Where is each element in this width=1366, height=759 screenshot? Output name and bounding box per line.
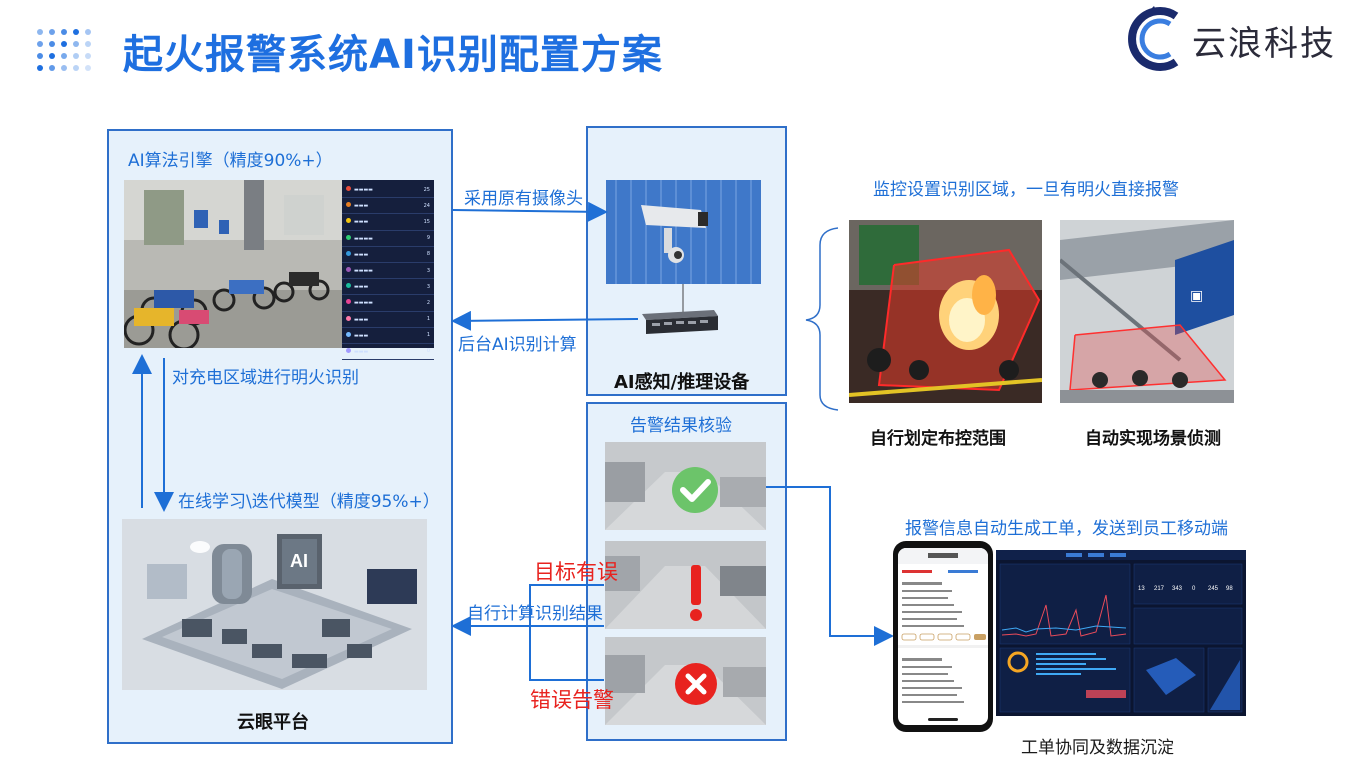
false-alarm-label: 错误告警 — [530, 688, 614, 712]
verify-heading: 告警结果核验 — [630, 416, 732, 436]
verify-false-alarm-photo — [605, 637, 766, 725]
fire-zone-photo — [849, 220, 1042, 403]
charging-area-photo — [124, 180, 342, 348]
target-error-label: 目标有误 — [534, 560, 618, 584]
svg-text:13: 13 — [1138, 586, 1145, 592]
scene-caption-right: 自动实现场景侦测 — [1085, 429, 1221, 449]
brand-name: 云浪科技 — [1192, 24, 1336, 64]
scene-caption-left: 自行划定布控范围 — [870, 429, 1006, 449]
page-title: 起火报警系统AI识别配置方案 — [123, 32, 663, 78]
cloud-platform-illustration: AI — [122, 519, 427, 690]
svg-text:AI: AI — [290, 551, 308, 571]
svg-text:▣: ▣ — [1190, 288, 1203, 304]
ranking-overlay: ▬▬▬▬25 ▬▬▬24 ▬▬▬15 ▬▬▬▬9 ▬▬▬8 ▬▬▬▬3 ▬▬▬3… — [342, 180, 434, 361]
svg-text:98: 98 — [1226, 586, 1233, 592]
svg-text:245: 245 — [1208, 586, 1219, 592]
camera-photo — [606, 180, 761, 284]
workorder-heading: 报警信息自动生成工单，发送到员工移动端 — [905, 519, 1228, 539]
decorative-dots-icon — [37, 29, 91, 71]
ai-engine-heading: AI算法引擎（精度90%+） — [128, 151, 333, 171]
mobile-phone — [893, 541, 993, 732]
platform-label: 云眼平台 — [237, 712, 309, 733]
server-connector-line — [682, 284, 684, 316]
dashboard-screen: 13 217 343 0 245 98 — [996, 550, 1246, 716]
company-logo — [1128, 6, 1179, 71]
svg-text:343: 343 — [1172, 586, 1183, 592]
verify-correct-photo — [605, 442, 766, 530]
workorder-caption: 工单协同及数据沉淀 — [1021, 738, 1174, 758]
online-learning-label: 在线学习\迭代模型（精度95%+） — [178, 492, 440, 512]
device-label: AI感知/推理设备 — [614, 372, 750, 393]
svg-text:0: 0 — [1192, 586, 1196, 592]
backend-ai-label: 后台AI识别计算 — [458, 335, 577, 355]
svg-text:217: 217 — [1154, 586, 1165, 592]
verify-target-error-photo — [605, 541, 766, 629]
detect-fire-label: 对充电区域进行明火识别 — [172, 368, 359, 388]
scene-detect-photo: ▣ — [1060, 220, 1234, 403]
self-compute-label: 自行计算识别结果 — [467, 604, 603, 624]
use-camera-label: 采用原有摄像头 — [464, 189, 583, 209]
server-icon — [642, 310, 718, 334]
scene-heading: 监控设置识别区域，一旦有明火直接报警 — [873, 180, 1179, 200]
